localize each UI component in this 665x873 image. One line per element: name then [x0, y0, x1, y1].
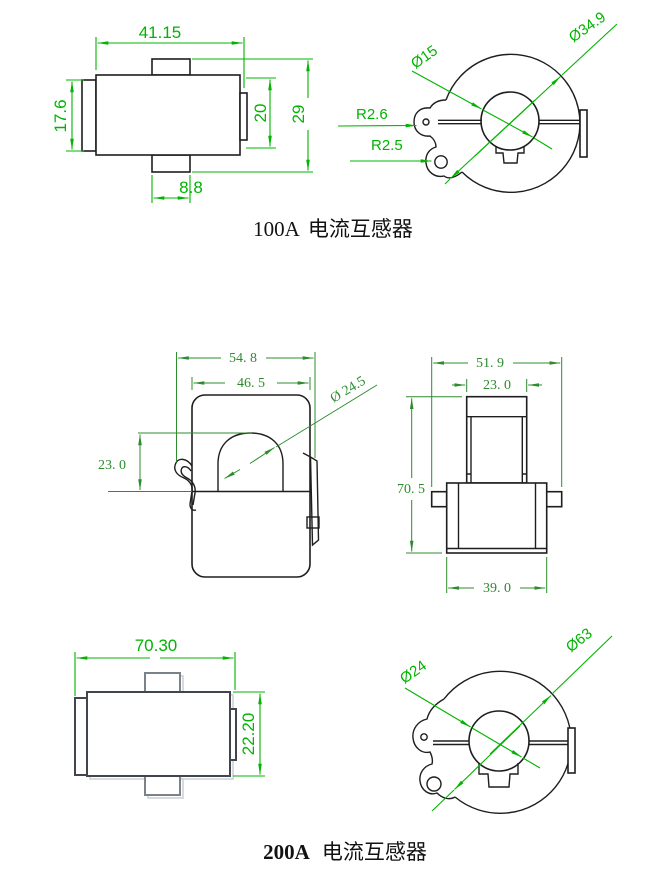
split-line [433, 740, 568, 746]
view-200a-side: 51. 9 23. 0 70. 5 39. 0 [397, 356, 563, 596]
bore-key-notch [495, 146, 525, 164]
dim-outer-width: 54. 8 [176, 351, 316, 462]
dim-total-height: 29 [192, 58, 313, 173]
tower-details [466, 416, 527, 483]
base-details [446, 483, 547, 550]
dim-body-height: 22.20 [233, 691, 265, 777]
caption-100a: 100A 电流互感器 [253, 217, 413, 241]
dim-body-width: 46. 5 [191, 376, 311, 391]
right-latch-strip [239, 92, 248, 141]
bottom-terminal-tab [151, 154, 191, 173]
dim-base-width: 39. 0 [446, 557, 548, 596]
dim-bore-dia: Ø24 [397, 657, 541, 769]
hinge-pin-hole [422, 118, 430, 126]
split-line [438, 119, 580, 125]
right-latch-arm [302, 452, 320, 547]
left-end-cap [74, 697, 88, 776]
dim-label-tower-w: 23. 0 [483, 378, 511, 393]
dim-label-window-h: 23. 0 [98, 458, 126, 473]
dim-label-inner-w: 46. 5 [237, 376, 265, 391]
dim-overall-width: 70.30 [74, 636, 236, 696]
dim-overall-width: 41.15 [95, 23, 245, 88]
caption-200a: 200A 电流互感器 [263, 840, 427, 864]
top-terminal-tab [144, 672, 181, 693]
hinge-outline [412, 698, 456, 800]
latch-hole [434, 155, 448, 169]
dim-overall-height: 70. 5 [397, 396, 462, 554]
dim-label-outer-w: 54. 8 [229, 351, 257, 366]
dim-tower-width: 23. 0 [452, 378, 542, 393]
dim-label-inner: 20 [251, 104, 270, 123]
dim-label-width: 41.15 [139, 23, 182, 42]
base-block [445, 482, 548, 554]
dim-label-total: 29 [289, 105, 308, 124]
dim-label-width: 70.30 [135, 636, 178, 655]
dim-inner-height: 20 [246, 77, 276, 149]
bottom-terminal-tab [144, 775, 181, 796]
right-latch-tab [579, 109, 588, 158]
latch-hole [426, 776, 442, 792]
dim-cap-height: 17.6 [51, 79, 84, 152]
caption-100a-name: 电流互感器 [308, 217, 413, 241]
caption-100a-model: 100A [253, 217, 301, 241]
dim-label-height: 70. 5 [397, 482, 425, 497]
caption-200a-name: 电流互感器 [322, 840, 427, 864]
dim-window-height: 23. 0 [98, 432, 252, 492]
dim-tab-width: 8.8 [151, 175, 203, 203]
outer-ring-outline [445, 53, 581, 194]
left-latch-hook-inner [180, 466, 196, 506]
view-200a-top: 70.30 22.20 [74, 636, 265, 799]
dim-label-base-w: 39. 0 [483, 581, 511, 596]
right-latch-catch [306, 516, 320, 529]
hinge-pin-hole [420, 733, 428, 741]
transformer-body [95, 74, 241, 156]
dim-label-height: 17.6 [51, 99, 70, 132]
dim-label-tab: 8.8 [179, 178, 203, 197]
right-latch-strip [229, 708, 237, 761]
left-latch-hook [174, 458, 197, 511]
dim-label-r2: R2.5 [371, 137, 403, 154]
dim-latch-radius: R2.5 [350, 137, 432, 163]
bore-circle [468, 710, 530, 772]
dim-label-r1: R2.6 [356, 106, 388, 123]
tower [465, 395, 528, 484]
dim-label-top-w: 51. 9 [476, 356, 504, 371]
transformer-body [86, 691, 231, 777]
dim-label-height: 22.20 [239, 713, 258, 756]
left-end-cap [81, 79, 97, 152]
bore-circle [480, 91, 540, 151]
dim-hinge-radius: R2.6 [337, 106, 417, 128]
hinge-outline [413, 99, 463, 179]
left-side-tab [430, 490, 448, 508]
clamp-body [191, 394, 311, 578]
right-side-tab [545, 490, 563, 508]
bore-key-notch [478, 763, 519, 788]
right-latch-tab [567, 727, 576, 774]
dim-overall-top-width: 51. 9 [431, 356, 563, 487]
view-100a-top: 41.15 17.6 20 29 8.8 [51, 23, 313, 203]
top-terminal-tab [151, 58, 191, 76]
caption-200a-model: 200A [263, 840, 311, 864]
